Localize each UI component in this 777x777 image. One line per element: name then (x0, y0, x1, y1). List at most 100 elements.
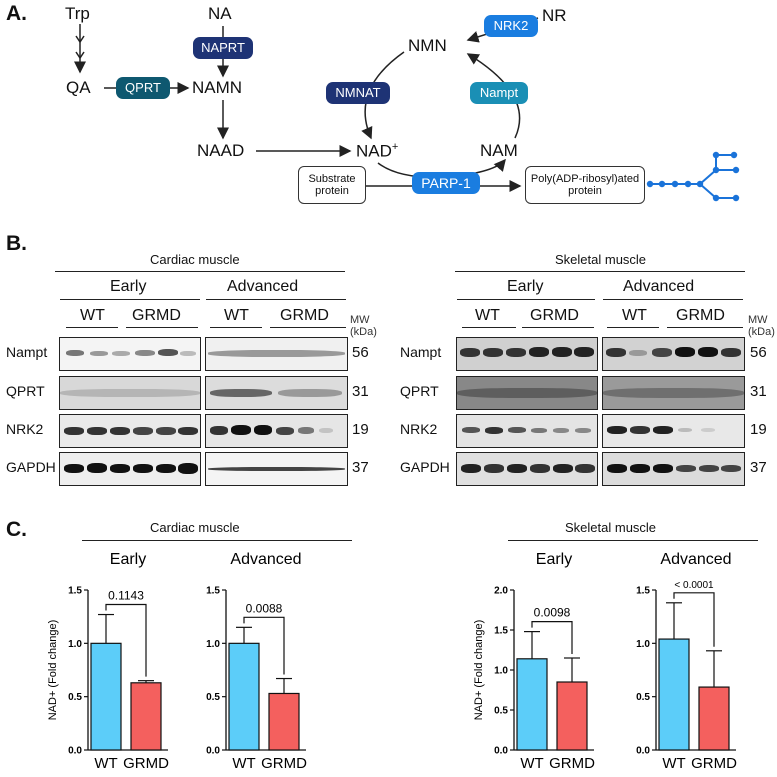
cardiac-row-label: QPRT (6, 383, 45, 399)
cardiac-advanced-y-tick-label: 1.5 (206, 586, 220, 597)
skeletal-advanced-significance-bracket (673, 592, 715, 647)
skeletal-early-label: Early (507, 278, 544, 295)
cardiac-chart-title: Cardiac muscle (150, 520, 240, 535)
metabolite-nam: NAM (480, 141, 518, 160)
cardiac-early-nrk2-blot (59, 414, 201, 448)
cardiac-early-gapdh-blot (59, 452, 201, 486)
enzyme-naprt: NAPRT (193, 37, 253, 59)
skeletal-early-wt-label: WT (475, 307, 500, 324)
skeletal-adv-wt-label: WT (622, 307, 647, 324)
enzyme-nampt: Nampt (470, 82, 528, 104)
cardiac-early-y-tick-label: 1.5 (68, 586, 82, 597)
cardiac-advanced-y-tick-label: 0.5 (206, 692, 220, 703)
skeletal-chart-rule (508, 540, 758, 541)
skeletal-early-grmd-rule (522, 327, 594, 328)
skeletal-blot-title: Skeletal muscle (555, 252, 647, 267)
skeletal-mw-header: MW(kDa) (748, 314, 775, 338)
skeletal-advanced-nrk2-blot (602, 414, 745, 448)
cardiac-title-rule (55, 271, 345, 272)
cardiac-chart-rule (82, 540, 352, 541)
cardiac-adv-wt-rule (210, 327, 262, 328)
skeletal-mw-value: 37 (750, 459, 767, 476)
skeletal-adv-wt-rule (607, 327, 659, 328)
skeletal-mw-value: 56 (750, 344, 767, 361)
cardiac-advanced-p-value: 0.0088 (246, 601, 283, 615)
cardiac-advanced-category-label: WT (232, 755, 255, 772)
skeletal-early-y-tick-label: 1.5 (494, 626, 508, 637)
cardiac-mw-value: 37 (352, 459, 369, 476)
cardiac-early-bar-wt (90, 642, 122, 751)
cardiac-blot-title: Cardiac muscle (150, 252, 240, 267)
skeletal-mw-value: 31 (750, 383, 767, 400)
cardiac-early-y-tick-label: 1.0 (68, 639, 82, 650)
skeletal-advanced-gapdh-blot (602, 452, 745, 486)
cardiac-early-y-axis-label: NAD+ (Fold change) (47, 620, 59, 721)
skeletal-early-y-axis-label: NAD+ (Fold change) (473, 620, 485, 721)
skeletal-early-gapdh-blot (456, 452, 598, 486)
cardiac-mw-value: 31 (352, 383, 369, 400)
skeletal-adv-grmd-label: GRMD (676, 307, 725, 324)
cardiac-early-chart-title: Early (110, 551, 146, 568)
cardiac-advanced-nrk2-blot (205, 414, 348, 448)
metabolite-nr: NR (542, 6, 567, 25)
cardiac-row-label: Nampt (6, 344, 48, 360)
skeletal-early-category-label: GRMD (549, 755, 595, 772)
cardiac-early-label: Early (110, 278, 147, 295)
skeletal-advanced-nampt-blot (602, 337, 745, 371)
enzyme-nrk2: NRK2 (484, 15, 538, 37)
cardiac-early-category-label: WT (94, 755, 117, 772)
cardiac-advanced-significance-bracket (243, 616, 285, 675)
skeletal-early-p-value: 0.0098 (534, 606, 571, 620)
skeletal-advanced-label: Advanced (623, 278, 695, 295)
cardiac-early-p-value: 0.1143 (108, 589, 144, 603)
skeletal-title-rule (455, 271, 745, 272)
skeletal-early-rule (457, 299, 595, 300)
metabolite-namn: NAMN (192, 78, 243, 97)
enzyme-nmnat: NMNAT (326, 82, 390, 104)
cardiac-advanced-y-tick-label: 1.0 (206, 639, 220, 650)
skeletal-row-label: NRK2 (400, 421, 438, 437)
skeletal-early-qprt-blot (456, 376, 598, 410)
cardiac-early-significance-bracket (105, 603, 147, 677)
cardiac-early-bar-grmd (130, 682, 162, 751)
metabolite-qa: QA (66, 78, 91, 97)
cardiac-advanced-chart-title: Advanced (230, 551, 301, 568)
skeletal-advanced-y-tick-label: 0.0 (636, 746, 650, 757)
panel-c-label: C. (6, 518, 27, 541)
metabolite-nmn: NMN (408, 36, 447, 55)
cardiac-advanced-bar-wt (228, 642, 260, 751)
skeletal-early-bar-wt (516, 658, 548, 751)
metabolite-naad: NAAD (197, 141, 245, 160)
cardiac-adv-grmd-rule (270, 327, 346, 328)
enzyme-parp1: PARP-1 (412, 172, 480, 194)
skeletal-row-label: Nampt (400, 344, 442, 360)
skeletal-early-chart-title: Early (536, 551, 572, 568)
skeletal-row-label: GAPDH (400, 459, 450, 475)
skeletal-early-y-tick-label: 0.0 (494, 746, 508, 757)
cardiac-advanced-y-tick-label: 0.0 (206, 746, 220, 757)
skeletal-advanced-rule (603, 299, 743, 300)
skeletal-early-significance-bracket (531, 621, 573, 654)
cardiac-early-nampt-blot (59, 337, 201, 371)
cardiac-advanced-gapdh-blot (205, 452, 348, 486)
skeletal-advanced-bar-wt (658, 638, 690, 751)
cardiac-early-wt-label: WT (80, 307, 105, 324)
skeletal-advanced-bar-grmd (698, 686, 730, 751)
cardiac-early-y-tick-label: 0.0 (68, 746, 82, 757)
skeletal-early-bar-grmd (556, 681, 588, 751)
cardiac-mw-header: MW(kDa) (350, 314, 377, 338)
skeletal-advanced-qprt-blot (602, 376, 745, 410)
cardiac-early-wt-rule (66, 327, 118, 328)
cardiac-early-category-label: GRMD (123, 755, 169, 772)
skeletal-advanced-y-tick-label: 1.5 (636, 586, 650, 597)
skeletal-early-wt-rule (462, 327, 516, 328)
skeletal-advanced-chart-title: Advanced (660, 551, 731, 568)
panel-a-label: A. (6, 2, 27, 25)
metabolite-trp: Trp (65, 4, 90, 23)
cardiac-adv-grmd-label: GRMD (280, 307, 329, 324)
cardiac-early-rule (60, 299, 200, 300)
skeletal-early-nampt-blot (456, 337, 598, 371)
skeletal-early-category-label: WT (520, 755, 543, 772)
